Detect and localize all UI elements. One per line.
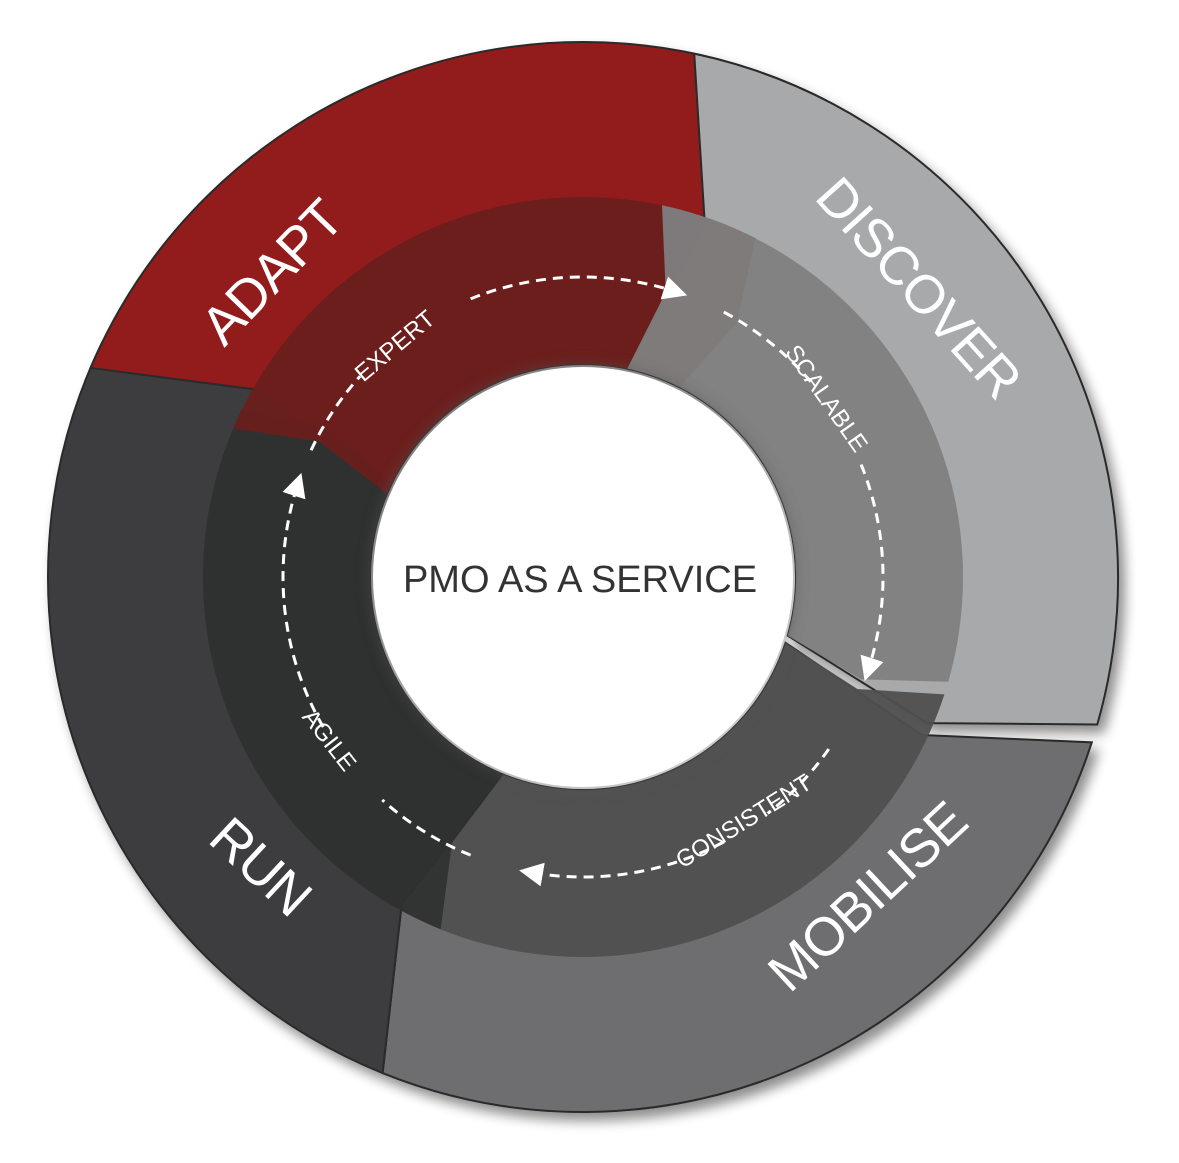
dashed-arrow-agile [281,472,325,728]
inner-ring [202,196,963,957]
dashed-cycle-arrows [281,275,885,887]
dashed-arrow-consistent [519,840,725,887]
dashed-arrow-scalable [859,464,885,682]
dashed-connector-3 [309,375,362,451]
center-circle [373,367,793,787]
inner-segment-discover [627,205,963,682]
inner-segment-adapt [233,196,756,494]
inner-segment-run [202,410,504,930]
center-title: PMO AS A SERVICE [403,559,757,601]
center-hole [370,364,796,790]
dashed-connector-2 [381,798,472,857]
dashed-connector-1 [766,748,830,815]
inner-segment-mobilise [440,642,945,957]
dashed-arrow-expert [470,275,688,301]
dashed-connector-0 [723,310,814,386]
